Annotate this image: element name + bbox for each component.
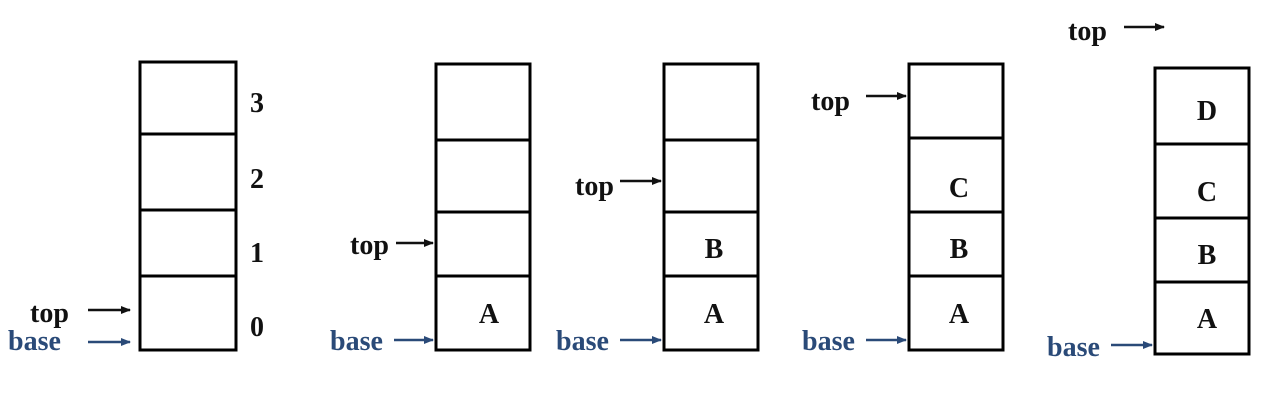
- stack-5: D C B A top base: [1047, 16, 1251, 363]
- stack-5-item-3: D: [1197, 96, 1217, 127]
- stack-1-base-label: base: [8, 326, 61, 357]
- index-label-3: 3: [250, 88, 264, 119]
- stack-3-item-1: B: [705, 234, 724, 265]
- stack-3-cell-2: [662, 138, 760, 214]
- stack-1-top-label: top: [30, 298, 69, 329]
- stack-4-item-0: A: [949, 299, 970, 330]
- stack-5-item-0: A: [1197, 304, 1218, 335]
- stack-5-base-label: base: [1047, 332, 1100, 363]
- stack-1-cell-3: [138, 60, 238, 136]
- stack-4-base-label: base: [802, 326, 855, 357]
- stack-4: C B A top base: [802, 62, 1005, 357]
- stack-5-item-2: C: [1197, 177, 1217, 208]
- stack-2-cell-3: [434, 62, 532, 142]
- stack-1: 3 2 1 0 top base: [8, 60, 264, 357]
- stack-4-cell-3: [907, 62, 1005, 140]
- stack-4-item-2: C: [949, 173, 969, 204]
- stack-3-item-0: A: [704, 299, 725, 330]
- stack-3-base-label: base: [556, 326, 609, 357]
- stack-2-top-label: top: [350, 230, 389, 261]
- stack-3: B A top base: [556, 62, 760, 357]
- stack-2-cell-0: [434, 274, 532, 352]
- stack-3-cell-3: [662, 62, 760, 142]
- stack-3-top-label: top: [575, 171, 614, 202]
- stack-2-cell-1: [434, 210, 532, 278]
- stack-1-cell-1: [138, 208, 238, 278]
- stack-5-item-1: B: [1198, 240, 1217, 271]
- index-label-2: 2: [250, 164, 264, 195]
- stack-2-item-0: A: [479, 299, 500, 330]
- stack-5-top-label: top: [1068, 16, 1107, 47]
- stack-4-cell-0: [907, 274, 1005, 352]
- stack-1-cell-0: [138, 274, 238, 352]
- stack-4-item-1: B: [950, 234, 969, 265]
- stack-3-cell-0: [662, 274, 760, 352]
- stack-2-base-label: base: [330, 326, 383, 357]
- stack-1-cell-2: [138, 132, 238, 212]
- index-label-1: 1: [250, 238, 264, 269]
- stack-4-top-label: top: [811, 86, 850, 117]
- index-label-0: 0: [250, 312, 264, 343]
- stack-5-cell-0: [1153, 280, 1251, 356]
- stack-2-cell-2: [434, 138, 532, 214]
- stack-2: A top base: [330, 62, 532, 357]
